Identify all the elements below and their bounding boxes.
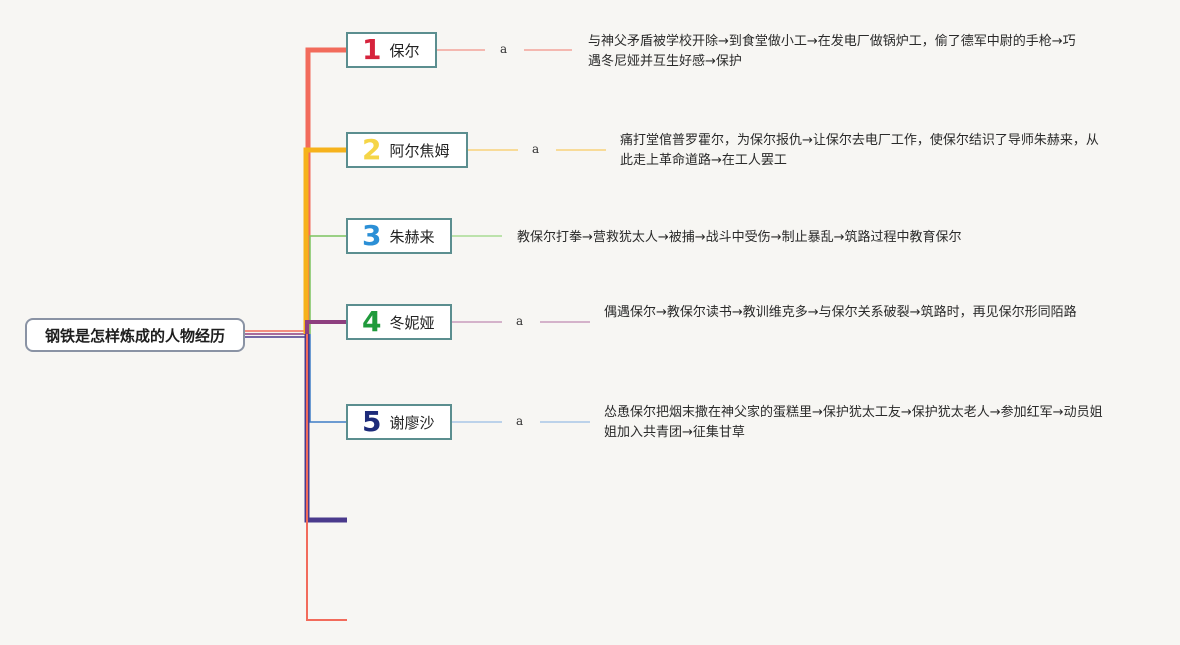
branch-name-1: 保尔 <box>389 41 420 60</box>
branch-name-5: 谢廖沙 <box>389 413 435 432</box>
branch-name-2: 阿尔焦姆 <box>389 141 450 160</box>
branch-description-1: 与神父矛盾被学校开除→到食堂做小工→在发电厂做锅炉工，偷了德军中尉的手枪→巧遇冬… <box>588 34 1076 69</box>
branch-node-4[interactable]: 4 冬妮娅 <box>346 304 452 340</box>
branch-4-line <box>305 320 347 334</box>
branch-node-5[interactable]: 5 谢廖沙 <box>346 404 452 440</box>
branch-number-2: 2 <box>362 133 382 166</box>
branch-number-1: 1 <box>362 33 382 66</box>
empty-branch-navy-line <box>304 334 347 523</box>
root-topic-label: 钢铁是怎样炼成的人物经历 <box>44 326 225 345</box>
branch-description-5: 怂恿保尔把烟末撒在神父家的蛋糕里→保护犹太工友→保护犹太老人→参加红军→动员姐姐… <box>604 405 1103 440</box>
branch-5-line <box>309 334 347 423</box>
branch-3-line <box>309 235 347 334</box>
branch-description-2: 痛打堂倌普罗霍尔，为保尔报仇→让保尔去电厂工作，使保尔结识了导师朱赫来，从此走上… <box>620 133 1099 168</box>
connector-label-4: a <box>516 314 524 328</box>
branch-number-4: 4 <box>362 305 382 338</box>
connector-label-1: a <box>500 42 508 56</box>
branch-1-line <box>305 47 347 334</box>
branch-number-5: 5 <box>362 405 382 438</box>
branch-node-3[interactable]: 3 朱赫来 <box>346 218 452 254</box>
branch-description-3: 教保尔打拳→营救犹太人→被捕→战斗中受伤→制止暴乱→筑路过程中教育保尔 <box>517 230 962 245</box>
root-connector <box>245 330 308 338</box>
empty-branch-red-line <box>306 334 347 621</box>
branch-node-2[interactable]: 2 阿尔焦姆 <box>346 132 468 168</box>
connector-label-2: a <box>532 142 540 156</box>
branch-2-line <box>303 147 347 334</box>
branch-number-3: 3 <box>362 219 382 252</box>
branch-description-4: 偶遇保尔→教保尔读书→教训维克多→与保尔关系破裂→筑路时，再见保尔形同陌路 <box>604 305 1077 320</box>
branch-name-4: 冬妮娅 <box>389 313 435 332</box>
branch-name-3: 朱赫来 <box>389 227 435 246</box>
root-topic[interactable]: 钢铁是怎样炼成的人物经历 <box>25 318 245 352</box>
connector-label-5: a <box>516 414 524 428</box>
branch-node-1[interactable]: 1 保尔 <box>346 32 437 68</box>
